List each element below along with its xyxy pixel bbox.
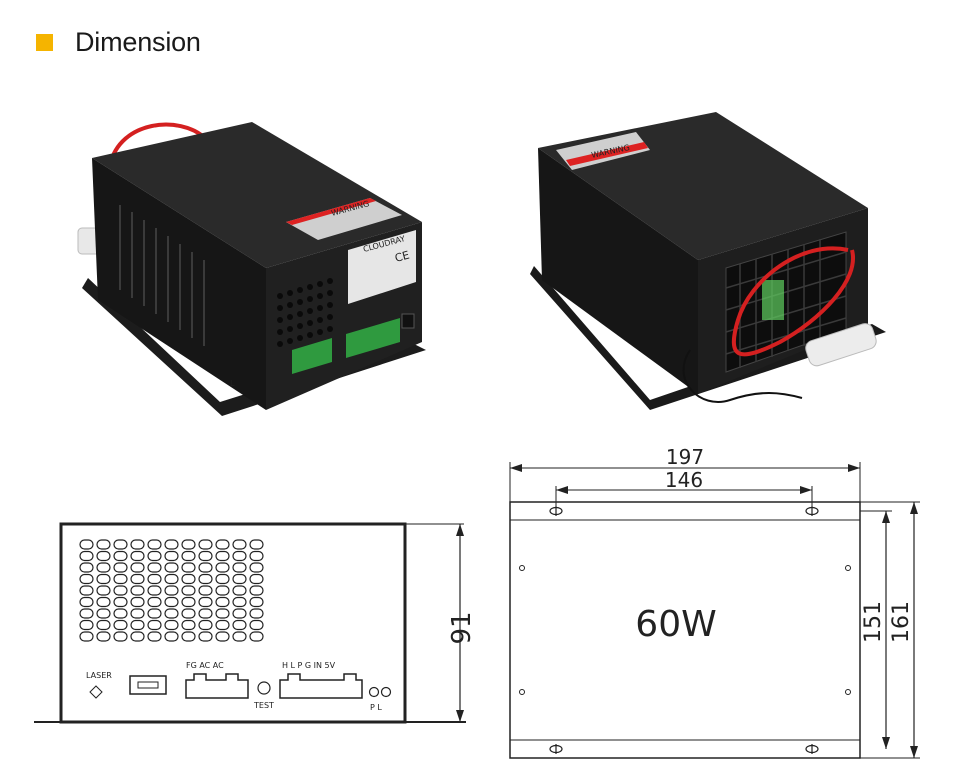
rear-product-photo: WARNING [530,112,886,410]
p-l-label: P L [370,703,382,712]
control-pins-label: H L P G IN 5V [282,661,336,670]
hole-depth-dimension-151: 151 [861,601,886,643]
front-product-photo: WARNING CLOUDRAY CE L [77,122,426,416]
ce-mark: CE [393,249,411,265]
laser-label: LASER [86,671,112,680]
width-dimension-197: 197 [666,445,704,469]
section-marker [36,33,53,51]
section-header: Dimension [36,22,201,62]
hole-spacing-dimension-146: 146 [665,468,703,492]
vent-hole-grid [79,539,264,642]
front-view-drawing: 91 LASER FG AC AC TEST H L P G IN 5V P L [34,522,477,724]
overall-depth-dimension-161: 161 [889,601,914,643]
height-dimension-91: 91 [447,611,477,644]
front-port-label: L [230,379,235,388]
section-title: Dimension [75,26,201,57]
top-view-drawing: 197 146 60W 151 161 [509,445,920,759]
power-rating: 60W [635,604,716,645]
fg-ac-ac-label: FG AC AC [186,661,224,670]
test-label: TEST [253,701,274,710]
